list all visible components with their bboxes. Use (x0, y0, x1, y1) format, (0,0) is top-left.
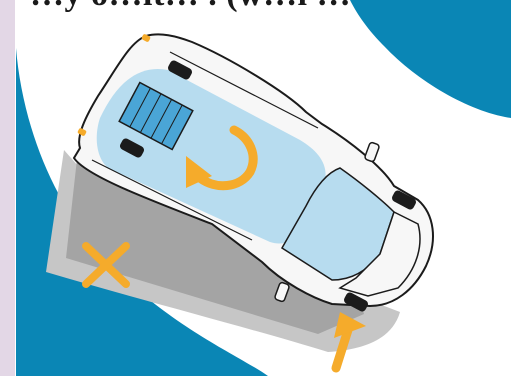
side-mirror (364, 142, 380, 162)
left-sidebar-strip (0, 0, 15, 376)
teal-corner-top-right (350, 0, 511, 118)
